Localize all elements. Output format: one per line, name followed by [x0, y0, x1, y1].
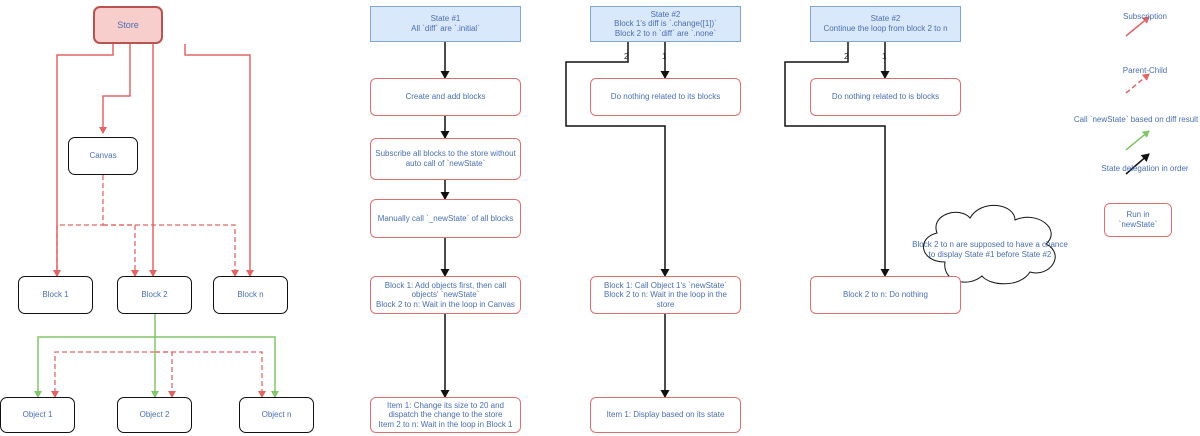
column2-port-left: 2 — [624, 52, 629, 61]
column3-header: State #2 Continue the loop from block 2 … — [810, 6, 961, 42]
legend-parent-child-label: Parent-Child — [1122, 66, 1168, 75]
column3-port-left: 2 — [844, 52, 849, 61]
column1-step-3: Manually call `_newState` of all blocks — [370, 199, 521, 238]
column1-step-5: Item 1: Change its size to 20 and dispat… — [370, 397, 521, 433]
block-1-node: Block 1 — [18, 276, 93, 314]
column1-step-1: Create and add blocks — [370, 78, 521, 116]
column2-step-1: Do nothing related to its blocks — [590, 78, 741, 116]
column2-step-3: Item 1: Display based on its state — [590, 397, 741, 433]
call-newstate-edges — [34, 314, 279, 398]
cloud-note: Block 2 to n are supposed to have a chan… — [912, 240, 1068, 259]
column3-flow — [784, 42, 890, 277]
object-2-node: Object 2 — [117, 397, 192, 433]
legend-subscription-label: Subscription — [1122, 12, 1168, 21]
column1-header: State #1 All `diff` are `.initial` — [370, 6, 521, 42]
column1-step-4: Block 1: Add objects first, then call ob… — [370, 276, 521, 314]
block-2-node: Block 2 — [117, 276, 192, 314]
column2-flow — [565, 42, 670, 398]
legend-state-delegation-label: State delegation in order — [1101, 164, 1189, 173]
legend-arrows — [1125, 16, 1150, 175]
column2-step-2: Block 1: Call Object 1's `newState` Bloc… — [590, 276, 741, 314]
column3-port-right: 1 — [882, 52, 887, 61]
parent-child-edges — [51, 175, 266, 398]
object-n-node: Object n — [239, 397, 314, 433]
legend-run-in-newstate: Run in `newState` — [1104, 203, 1172, 237]
column3-step-2: Block 2 to n: Do nothing — [810, 276, 961, 314]
column2-header: State #2 Block 1's diff is `.change([1])… — [590, 6, 741, 42]
block-n-node: Block n — [213, 276, 288, 314]
legend-call-newstate-label: Call `newState` based on diff result — [1073, 115, 1199, 124]
cloud-shape — [922, 204, 1056, 285]
store-node: Store — [93, 6, 163, 44]
column3-step-1: Do nothing related to is blocks — [810, 78, 961, 116]
subscription-edges — [53, 44, 254, 277]
column1-step-2: Subscribe all blocks to the store withou… — [370, 138, 521, 180]
column2-port-right: 1 — [662, 52, 667, 61]
canvas-node: Canvas — [68, 137, 138, 175]
object-1-node: Object 1 — [0, 397, 75, 433]
